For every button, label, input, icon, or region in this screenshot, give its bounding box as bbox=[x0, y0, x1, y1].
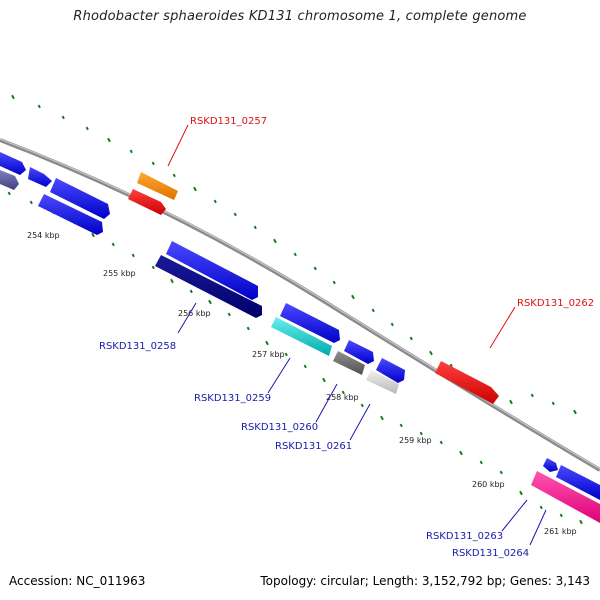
gene-labels: RSKD131_0257 RSKD131_0258 RSKD131_0259 R… bbox=[99, 116, 594, 559]
gene-feature-blue-3[interactable] bbox=[50, 178, 110, 219]
scale-label-256: 256 kbp bbox=[178, 309, 211, 318]
leader-line-0260 bbox=[315, 383, 338, 423]
gene-label-rskd131-0257: RSKD131_0257 bbox=[190, 116, 267, 127]
gene-rskd131-0258[interactable] bbox=[155, 255, 262, 318]
gene-feature-red-1[interactable] bbox=[128, 189, 166, 215]
gene-rskd131-0259[interactable] bbox=[271, 317, 332, 356]
gene-feature-blue-9[interactable] bbox=[543, 458, 558, 472]
leader-line-0258 bbox=[177, 302, 197, 334]
gene-rskd131-0262[interactable] bbox=[435, 361, 499, 404]
scale-label-259: 259 kbp bbox=[399, 436, 432, 445]
leader-line-0262 bbox=[489, 306, 516, 349]
scale-labels: 254 kbp 255 kbp 256 kbp 257 kbp 258 kbp … bbox=[27, 231, 577, 536]
gene-rskd131-0261[interactable] bbox=[366, 370, 399, 394]
accession-label: Accession: NC_011963 bbox=[9, 574, 146, 588]
leader-line-0263 bbox=[501, 499, 528, 532]
gene-label-rskd131-0258: RSKD131_0258 bbox=[99, 341, 176, 352]
gene-features bbox=[0, 152, 600, 523]
leader-line-0259 bbox=[267, 357, 291, 394]
gene-rskd131-0263-0264[interactable] bbox=[531, 471, 600, 523]
chromosome-backbone-highlight bbox=[0, 138, 600, 470]
gene-feature-blue-1[interactable] bbox=[0, 152, 26, 175]
gene-feature-blue-10[interactable] bbox=[556, 465, 600, 500]
chromosome-backbone bbox=[0, 138, 600, 472]
gene-feature-blue-6[interactable] bbox=[280, 303, 340, 343]
gene-label-rskd131-0261: RSKD131_0261 bbox=[275, 441, 352, 452]
scale-label-260: 260 kbp bbox=[472, 480, 505, 489]
gene-rskd131-0260[interactable] bbox=[333, 351, 365, 375]
gene-label-rskd131-0259: RSKD131_0259 bbox=[194, 393, 271, 404]
gene-feature-blue-7[interactable] bbox=[344, 340, 374, 364]
leader-line-0264 bbox=[529, 509, 547, 546]
gene-feature-blue-4[interactable] bbox=[38, 194, 103, 235]
gene-label-rskd131-0260: RSKD131_0260 bbox=[241, 422, 318, 433]
gene-feature-blue-2[interactable] bbox=[28, 167, 52, 187]
genome-summary: Topology: circular; Length: 3,152,792 bp… bbox=[260, 574, 590, 588]
leader-line-0261 bbox=[349, 403, 371, 441]
leader-line-0257 bbox=[167, 124, 189, 167]
scale-label-254: 254 kbp bbox=[27, 231, 60, 240]
scale-label-257: 257 kbp bbox=[252, 350, 285, 359]
gene-label-rskd131-0264: RSKD131_0264 bbox=[452, 548, 529, 559]
genome-title: Rhodobacter sphaeroides KD131 chromosome… bbox=[73, 9, 527, 24]
scale-label-261: 261 kbp bbox=[544, 527, 577, 536]
scale-label-258: 258 kbp bbox=[326, 393, 359, 402]
gene-rskd131-0257[interactable] bbox=[137, 172, 178, 200]
gene-feature-blue-8[interactable] bbox=[376, 358, 405, 383]
outer-tick-ring bbox=[11, 94, 577, 415]
gene-label-rskd131-0262: RSKD131_0262 bbox=[517, 298, 594, 309]
gene-label-rskd131-0263: RSKD131_0263 bbox=[426, 531, 503, 542]
inner-tick-ring bbox=[7, 191, 583, 525]
gene-feature-slate-1[interactable] bbox=[0, 170, 19, 190]
gene-feature-blue-5[interactable] bbox=[166, 241, 258, 300]
scale-label-255: 255 kbp bbox=[103, 269, 136, 278]
